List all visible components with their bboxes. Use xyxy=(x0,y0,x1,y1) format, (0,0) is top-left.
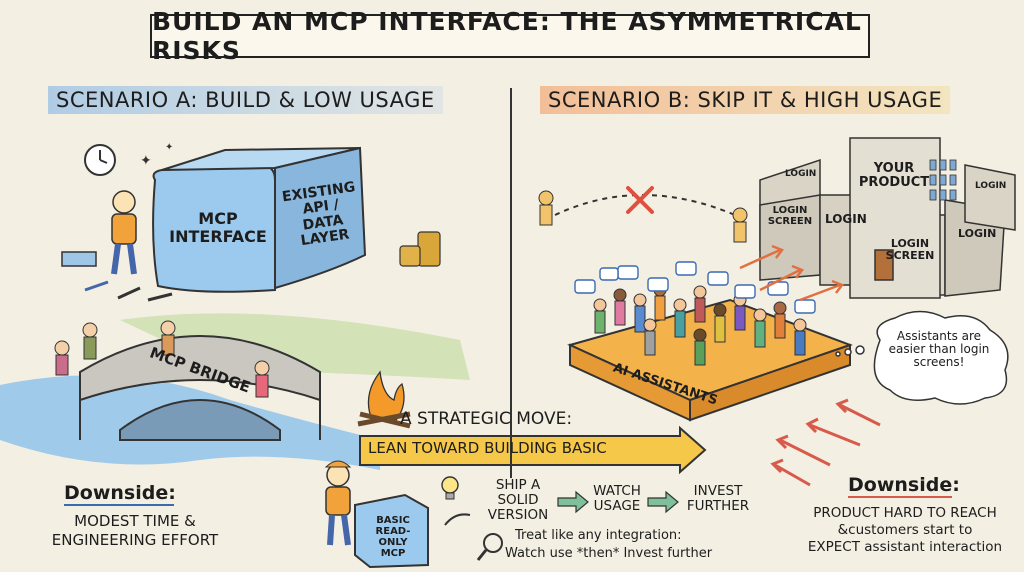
basic-mcp-label: BASIC READ-ONLY MCP xyxy=(375,515,411,559)
coins-stack xyxy=(399,231,441,267)
step-ship: SHIP A SOLID VERSION xyxy=(487,477,549,523)
scenario-b-heading: SCENARIO B: SKIP IT & HIGH USAGE xyxy=(540,86,951,114)
strategy-note-2: Watch use *then* Invest further xyxy=(505,546,713,561)
login-screen-label: LOGIN SCREEN xyxy=(767,205,813,227)
grass xyxy=(120,313,470,380)
login-wall xyxy=(759,137,1016,299)
strategy-arrow xyxy=(359,425,707,475)
thought-bubble-text: Assistants are easier than login screens… xyxy=(888,329,990,370)
downside-b-text: PRODUCT HARD TO REACH &customers start t… xyxy=(807,505,1003,555)
page-title: BUILD AN MCP INTERFACE: THE ASYMMETRICAL… xyxy=(150,7,870,65)
lone-person xyxy=(538,190,748,243)
scenario-a-heading: SCENARIO A: BUILD & LOW USAGE xyxy=(48,86,443,114)
campfire-icon xyxy=(357,370,411,429)
tools-icon xyxy=(61,251,173,302)
worker-figure xyxy=(111,190,137,275)
login-label: LOGIN xyxy=(975,181,1007,191)
login-label: LOGIN xyxy=(785,169,817,179)
downside-a-text: MODEST TIME & ENGINEERING EFFORT xyxy=(51,512,219,549)
sparkle-icon: ✦ xyxy=(165,142,173,153)
step-arrow-2 xyxy=(647,490,679,514)
step-arrow-1 xyxy=(557,490,589,514)
clock-icon xyxy=(84,144,116,176)
strategy-worker xyxy=(324,460,352,546)
step-watch: WATCH USAGE xyxy=(593,483,641,514)
lightbulb-icon xyxy=(441,476,459,500)
bridge-people xyxy=(54,320,270,398)
push-arrows xyxy=(739,244,844,302)
downside-b-title: Downside: xyxy=(848,474,960,496)
downside-a-title: Downside: xyxy=(64,482,176,504)
strategy-heading: A STRATEGIC MOVE: xyxy=(400,409,573,429)
magnifier-icon xyxy=(476,533,503,561)
curved-arrow xyxy=(444,513,471,526)
strategy-note-1: Treat like any integration: xyxy=(515,528,682,543)
thought-bubble xyxy=(835,310,1009,405)
login-label: LOGIN xyxy=(958,227,997,240)
crowd xyxy=(593,283,807,366)
pressure-arrows xyxy=(770,398,881,487)
mcp-interface-label: MCP INTERFACE xyxy=(169,209,267,246)
your-product-label: YOUR PRODUCT xyxy=(858,161,930,191)
mcp-interface-block xyxy=(152,146,367,293)
api-layer-label: EXISTING API / DATA LAYER xyxy=(281,179,357,250)
red-x-icon xyxy=(626,186,654,214)
center-divider xyxy=(510,88,512,478)
step-invest: INVEST FURTHER xyxy=(686,483,750,514)
strategy-subheading: LEAN TOWARD BUILDING BASIC xyxy=(368,439,607,457)
building-windows xyxy=(929,159,957,201)
sparkle-icon: ✦ xyxy=(140,153,152,169)
login-label: LOGIN xyxy=(825,212,867,226)
login-screen-label: LOGIN SCREEN xyxy=(885,237,935,263)
basic-mcp-box xyxy=(354,493,429,569)
chat-bubble-icons xyxy=(574,261,816,314)
